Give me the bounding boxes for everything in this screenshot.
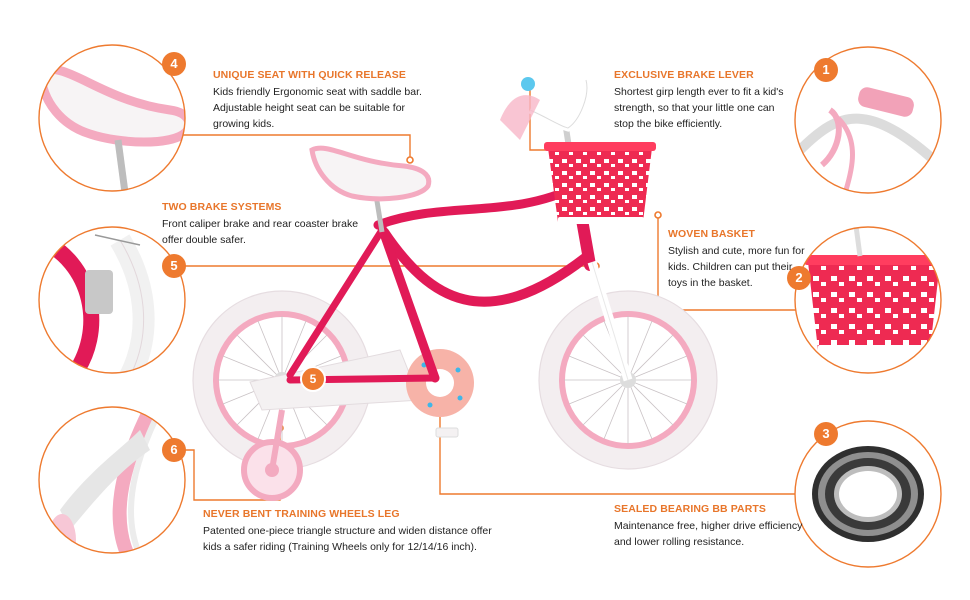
- badge-2: 2: [787, 266, 811, 290]
- badge-5: 5: [162, 254, 186, 278]
- feature-body: Shortest girp length ever to fit a kid's…: [614, 86, 784, 130]
- feature-title: UNIQUE SEAT WITH QUICK RELEASE: [213, 69, 406, 81]
- badge-4: 4: [162, 52, 186, 76]
- feature-title: NEVER BENT TRAINING WHEELS LEG: [203, 508, 400, 520]
- feature-title: WOVEN BASKET: [668, 228, 755, 240]
- feature-body: Maintenance free, higher drive efficienc…: [614, 520, 803, 548]
- feature-woven-basket: WOVEN BASKET Stylish and cute, more fun …: [668, 228, 808, 292]
- feature-title: TWO BRAKE SYSTEMS: [162, 201, 282, 213]
- feature-body: Kids friendly Ergonomic seat with saddle…: [213, 86, 422, 130]
- feature-two-brake-systems: TWO BRAKE SYSTEMS Front caliper brake an…: [162, 201, 362, 249]
- detail-circle-seat: [38, 44, 186, 192]
- bike: [192, 77, 718, 501]
- badge-1: 1: [814, 58, 838, 82]
- feature-title: SEALED BEARING BB PARTS: [614, 503, 767, 515]
- detail-circle-brake: [38, 226, 186, 374]
- feature-body: Patented one-piece triangle structure an…: [203, 525, 492, 553]
- feature-training-wheels: NEVER BENT TRAINING WHEELS LEG Patented …: [203, 508, 493, 556]
- detail-circle-bearing: [794, 420, 942, 568]
- feature-body: Stylish and cute, more fun for kids. Chi…: [668, 245, 805, 289]
- feature-brake-lever: EXCLUSIVE BRAKE LEVER Shortest girp leng…: [614, 69, 792, 133]
- badge-6: 6: [162, 438, 186, 462]
- detail-circle-basket: [794, 226, 942, 374]
- badge-3: 3: [814, 422, 838, 446]
- feature-sealed-bearing: SEALED BEARING BB PARTS Maintenance free…: [614, 503, 804, 551]
- detail-circle-training-wheel: [38, 406, 186, 554]
- feature-title: EXCLUSIVE BRAKE LEVER: [614, 69, 754, 81]
- feature-unique-seat: UNIQUE SEAT WITH QUICK RELEASE Kids frie…: [213, 69, 423, 133]
- feature-body: Front caliper brake and rear coaster bra…: [162, 218, 359, 246]
- badge-rear-brake: 5: [300, 366, 326, 392]
